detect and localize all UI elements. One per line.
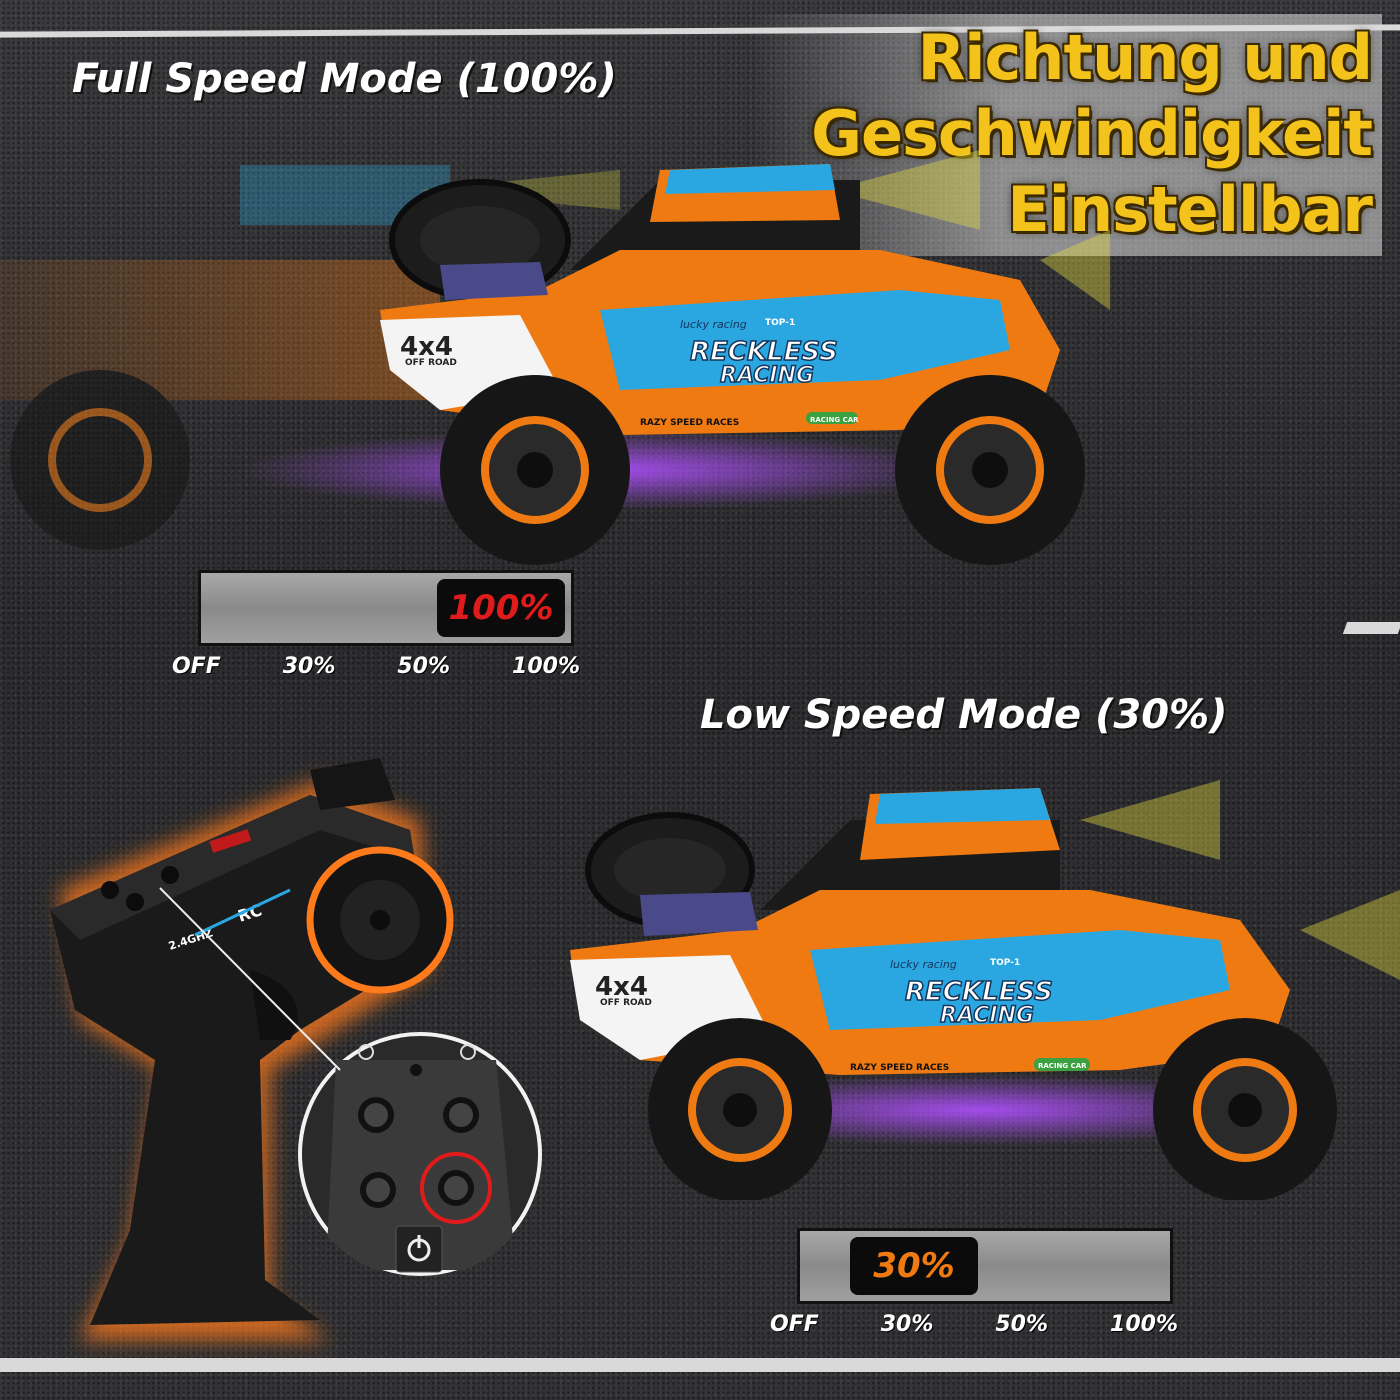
rear-wheel: [648, 1018, 832, 1200]
headline: Richtung und Geschwindigkeit Einstellbar: [751, 14, 1382, 256]
rear-wheel: [440, 375, 630, 565]
speed-badge-low: 30%: [850, 1237, 978, 1295]
brand-text: RECKLESS: [905, 977, 1053, 1007]
racing-badge: RACING CAR: [1038, 1062, 1087, 1070]
brand-text: RECKLESS: [690, 337, 838, 367]
speed-ticks-low: OFF 30% 50% 100%: [770, 1312, 1178, 1337]
road-mark: [1342, 622, 1400, 634]
logo-text: lucky racing: [680, 318, 747, 331]
brand-text-2: RACING: [940, 1003, 1034, 1028]
speed-badge-full: 100%: [437, 579, 565, 637]
brand-text-2: RACING: [720, 363, 814, 388]
tick-30: 30%: [282, 654, 336, 679]
racing-badge: RACING CAR: [810, 416, 859, 424]
side-text: RAZY SPEED RACES: [850, 1063, 949, 1073]
front-wheel: [1153, 1018, 1337, 1200]
speed-ticks-full: OFF 30% 50% 100%: [172, 654, 580, 679]
full-speed-label: Full Speed Mode (100%): [72, 56, 617, 102]
badge-offroad: OFF ROAD: [600, 998, 652, 1008]
remote-controller: 2.4GHZ RC: [50, 758, 454, 1340]
rc-car-full-speed: RECKLESS RACING 4x4 OFF ROAD RAZY SPEED …: [0, 150, 1110, 565]
headlight-beams-2: [1080, 780, 1400, 980]
power-icon: [395, 1225, 443, 1273]
badge-4x4: 4x4: [400, 332, 453, 362]
logo-text: lucky racing: [890, 958, 957, 971]
tick-50: 50%: [397, 654, 451, 679]
tick-off: OFF: [770, 1312, 819, 1337]
badge-4x4: 4x4: [595, 972, 648, 1002]
low-speed-label: Low Speed Mode (30%): [700, 692, 1228, 738]
top-text: TOP-1: [765, 318, 795, 328]
highlight-ring: [420, 1152, 492, 1224]
top-text: TOP-1: [990, 958, 1020, 968]
badge-offroad: OFF ROAD: [405, 358, 457, 368]
rc-car-low-speed: RECKLESS RACING 4x4 OFF ROAD RAZY SPEED …: [570, 780, 1400, 1200]
tick-30: 30%: [880, 1312, 934, 1337]
headline-line-2: Geschwindigkeit: [811, 97, 1373, 170]
speed-bar-low: 30%: [797, 1228, 1173, 1304]
tick-100: 100%: [512, 654, 580, 679]
speed-bar-full: 100%: [198, 570, 574, 646]
headline-line-3: Einstellbar: [1007, 173, 1373, 246]
front-wheel: [895, 375, 1085, 565]
motion-blur-ghost: [0, 165, 450, 550]
road-edge-bottom: [0, 1358, 1400, 1372]
side-text: RAZY SPEED RACES: [640, 418, 739, 428]
tick-off: OFF: [172, 654, 221, 679]
headline-line-1: Richtung und: [917, 21, 1373, 94]
tick-50: 50%: [995, 1312, 1049, 1337]
zoom-pointer-line: [159, 887, 341, 1071]
knob-zoom-detail: [298, 1032, 542, 1276]
tick-100: 100%: [1110, 1312, 1178, 1337]
light-icon: [358, 1044, 476, 1060]
